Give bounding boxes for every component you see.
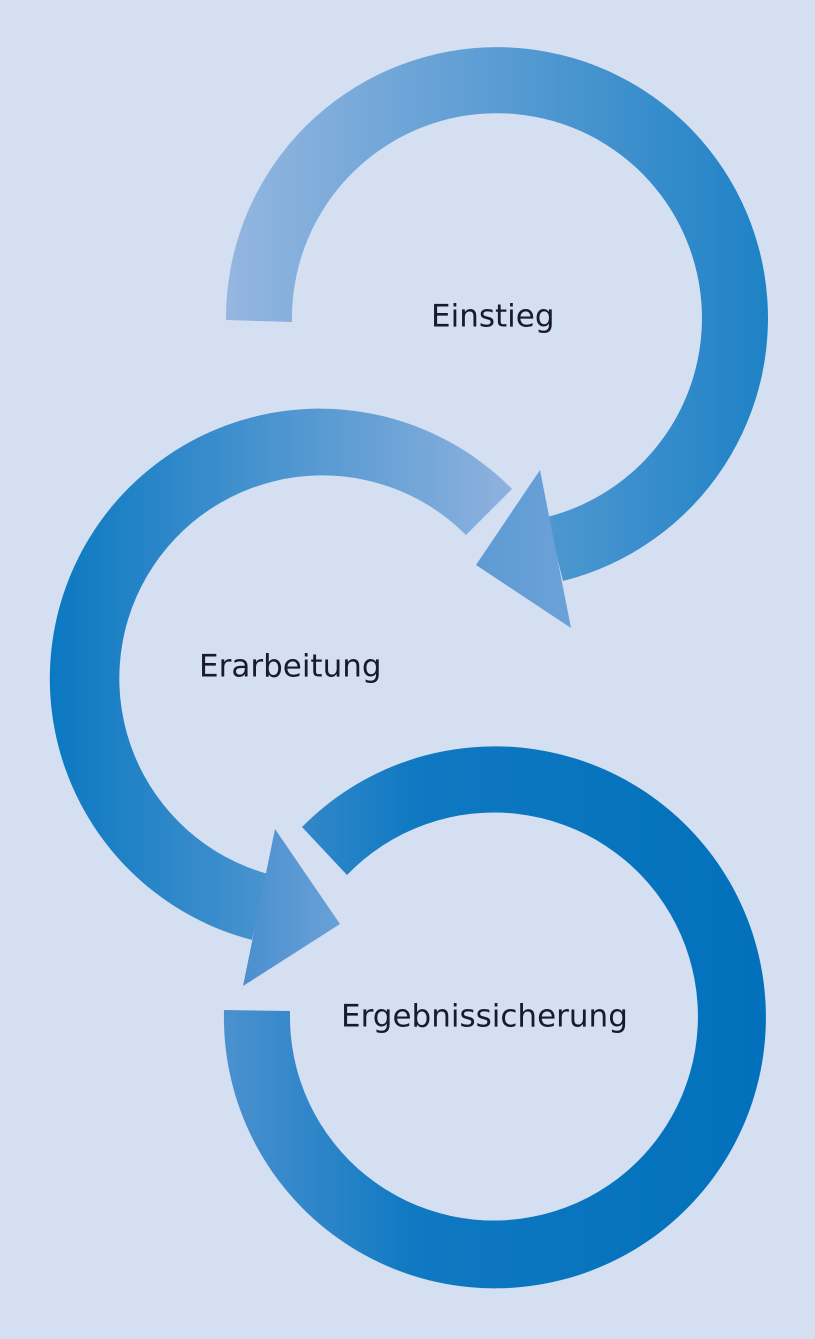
step-label-einstieg: Einstieg [431,298,555,335]
arrow-einstieg [225,47,768,628]
step-label-ergebnissicherung: Ergebnissicherung [341,998,628,1035]
arrow-einstieg-head [476,470,571,628]
step-label-erarbeitung: Erarbeitung [199,648,382,685]
arrow-erarbeitung [49,408,513,986]
arrow-erarbeitung-body [49,408,513,940]
arrow-erarbeitung-head [243,829,340,986]
